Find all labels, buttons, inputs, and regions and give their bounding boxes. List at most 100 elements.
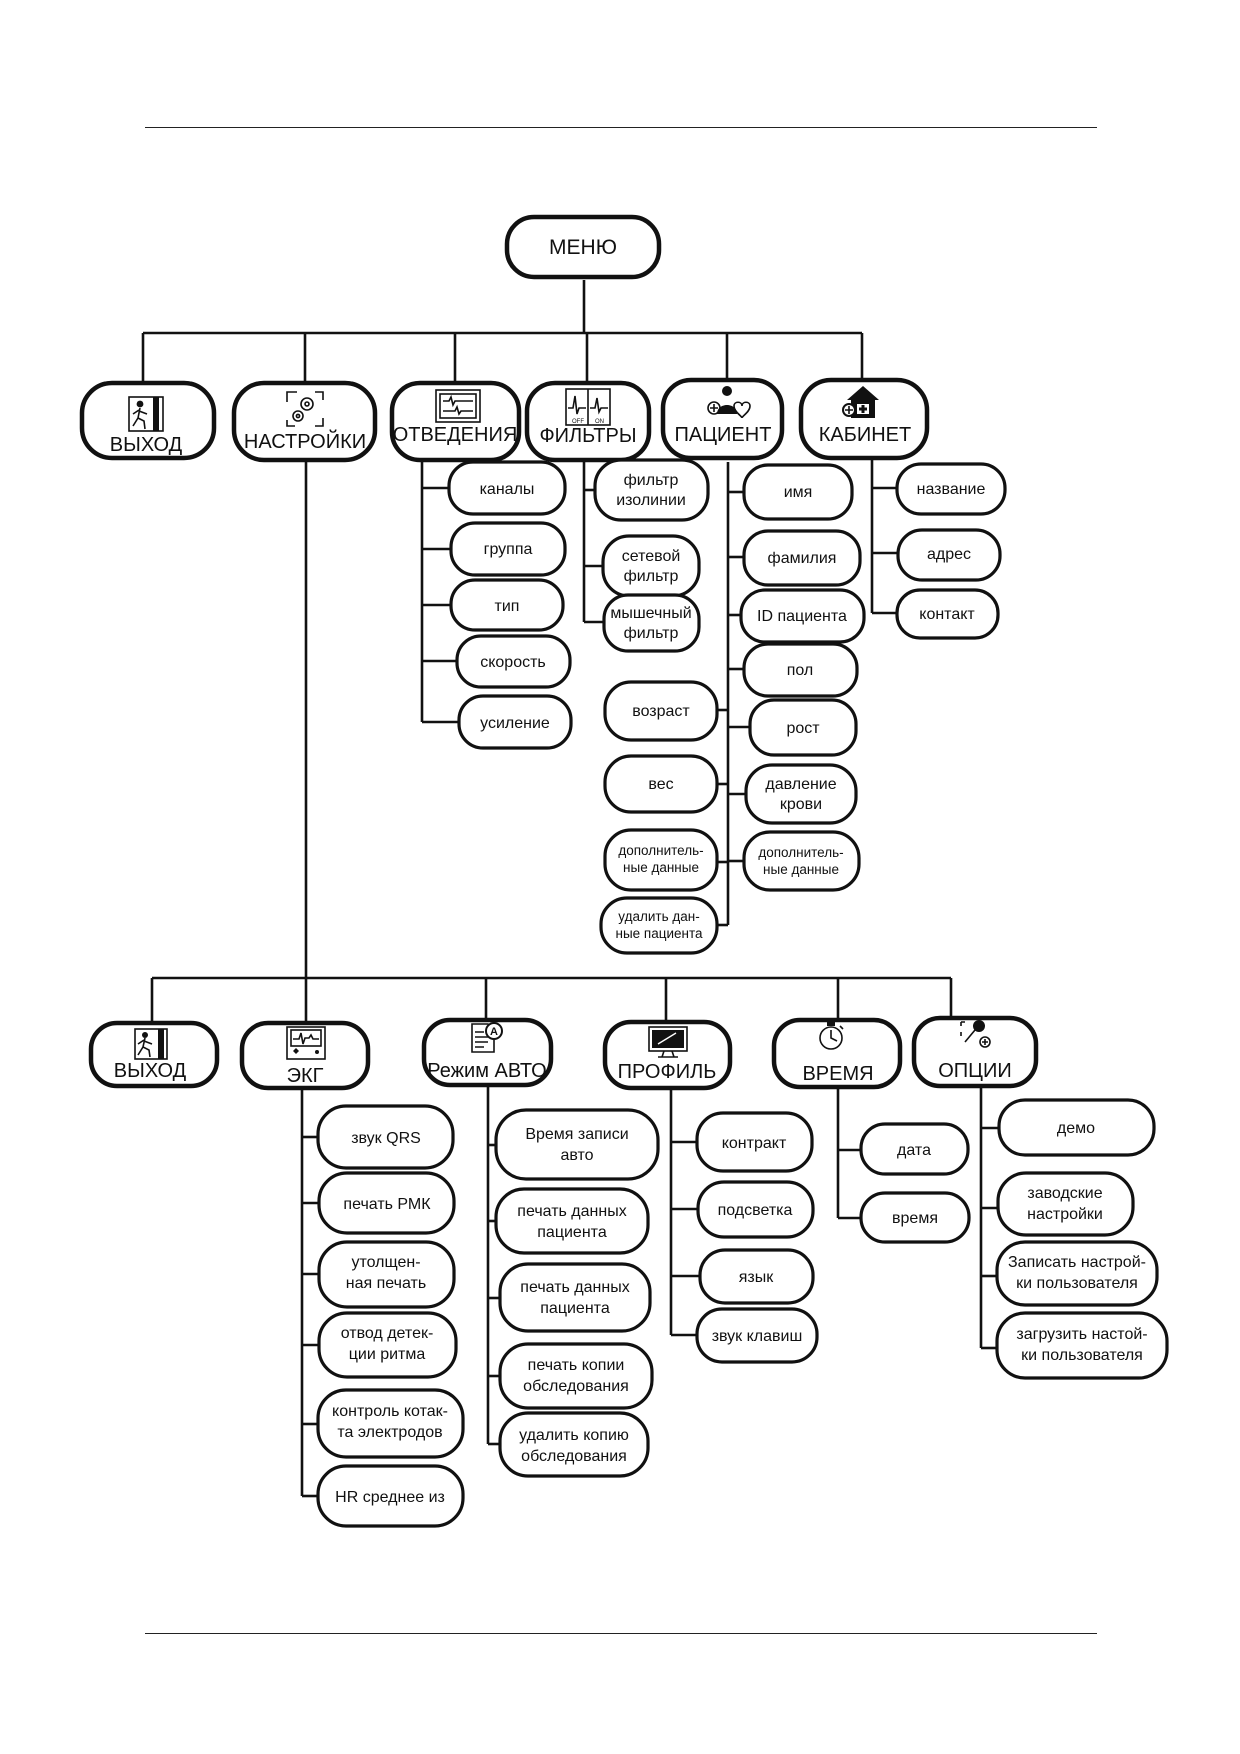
patient-item[interactable]: возраст xyxy=(603,680,719,742)
svg-text:печать данных: печать данных xyxy=(517,1203,626,1220)
cabinet-item[interactable]: контакт xyxy=(895,588,1000,640)
auto-mode-label: Режим АВТО xyxy=(427,1060,546,1082)
svg-text:заводские: заводские xyxy=(1027,1185,1102,1202)
settings-exit-node[interactable]: ВЫХОД xyxy=(88,1020,220,1089)
svg-text:A: A xyxy=(490,1026,498,1038)
svg-text:усиление: усиление xyxy=(480,715,550,732)
menu-root-node[interactable]: МЕНЮ xyxy=(504,214,662,280)
filter-waveform-icon: OFF ON xyxy=(565,388,611,426)
patient-item[interactable]: давление крови xyxy=(744,763,858,825)
leads-item[interactable]: тип xyxy=(449,578,565,632)
patient-item[interactable]: рост xyxy=(748,698,858,757)
options-item[interactable]: демо xyxy=(997,1098,1156,1157)
leads-node[interactable]: ОТВЕДЕНИЯ xyxy=(389,380,522,463)
options-item[interactable]: загрузить настой- ки пользователя xyxy=(995,1311,1169,1380)
filter-off-text: OFF xyxy=(572,419,584,425)
svg-text:Записать настрой-: Записать настрой- xyxy=(1008,1254,1146,1271)
patient-item[interactable]: дополнитель- ные данные xyxy=(603,828,719,892)
patient-label: ПАЦИЕНТ xyxy=(675,424,772,446)
svg-text:тип: тип xyxy=(495,598,520,615)
profile-item[interactable]: подсветка xyxy=(696,1180,815,1239)
svg-text:время: время xyxy=(892,1210,938,1227)
profile-item[interactable]: контракт xyxy=(695,1111,814,1173)
options-item[interactable]: заводские настройки xyxy=(996,1171,1135,1237)
patient-node[interactable]: ПАЦИЕНТ xyxy=(660,377,785,461)
bottom-rule xyxy=(145,1633,1097,1634)
ecg-node[interactable]: ЭКГ xyxy=(239,1020,371,1091)
ecg-item[interactable]: отвод детек- ции ритма xyxy=(317,1311,458,1379)
patient-item[interactable]: фамилия xyxy=(742,529,862,587)
svg-text:фильтр: фильтр xyxy=(624,472,679,489)
svg-text:ции ритма: ции ритма xyxy=(349,1346,426,1363)
auto-item[interactable]: печать данных пациента xyxy=(494,1187,650,1255)
patient-item[interactable]: имя xyxy=(742,463,854,521)
auto-item[interactable]: печать копии обследования xyxy=(498,1342,654,1410)
medical-house-icon xyxy=(842,386,879,418)
filters-item[interactable]: сетевой фильтр xyxy=(601,534,701,598)
auto-item[interactable]: удалить копию обследования xyxy=(498,1411,650,1478)
auto-item[interactable]: Время записи авто xyxy=(494,1108,660,1181)
patient-item[interactable]: пол xyxy=(742,642,859,698)
ecg-item[interactable]: утолщен- ная печать xyxy=(317,1240,456,1309)
profile-item[interactable]: язык xyxy=(698,1248,815,1305)
patient-item[interactable]: вес xyxy=(603,754,719,814)
time-item[interactable]: дата xyxy=(859,1122,970,1176)
profile-item[interactable]: звук клавиш xyxy=(695,1307,819,1364)
filters-node[interactable]: OFF ON ФИЛЬТРЫ xyxy=(524,380,652,463)
ecg-item[interactable]: контроль котак- та электродов xyxy=(316,1388,465,1459)
leads-item[interactable]: усиление xyxy=(457,694,573,750)
svg-text:та электродов: та электродов xyxy=(337,1424,442,1441)
leads-label: ОТВЕДЕНИЯ xyxy=(393,424,518,446)
svg-text:Время записи: Время записи xyxy=(525,1126,628,1143)
exit-door-icon xyxy=(134,1028,168,1060)
ecg-item[interactable]: печать РМК xyxy=(317,1171,456,1235)
gears-icon xyxy=(286,391,324,427)
profile-node[interactable]: ПРОФИЛЬ xyxy=(602,1019,733,1091)
cabinet-node[interactable]: КАБИНЕТ xyxy=(798,377,930,461)
leads-item[interactable]: группа xyxy=(449,521,567,577)
ecg-label: ЭКГ xyxy=(287,1065,324,1087)
time-node[interactable]: ВРЕМЯ xyxy=(771,1017,903,1090)
svg-text:давление: давление xyxy=(765,776,836,793)
time-item[interactable]: время xyxy=(859,1191,971,1244)
svg-text:контракт: контракт xyxy=(722,1135,787,1152)
stopwatch-icon xyxy=(819,1022,844,1050)
svg-text:ки пользователя: ки пользователя xyxy=(1016,1275,1138,1292)
options-item[interactable]: Записать настрой- ки пользователя xyxy=(995,1240,1159,1307)
svg-text:звук клавиш: звук клавиш xyxy=(712,1328,803,1345)
cabinet-item[interactable]: адрес xyxy=(896,528,1002,582)
menu-root-label: МЕНЮ xyxy=(549,236,617,259)
svg-text:фамилия: фамилия xyxy=(768,550,837,567)
patient-item[interactable]: удалить дан- ные пациента xyxy=(599,896,719,955)
svg-text:ки пользователя: ки пользователя xyxy=(1021,1347,1143,1364)
cabinet-item[interactable]: название xyxy=(895,462,1007,516)
time-label: ВРЕМЯ xyxy=(802,1063,873,1085)
patient-item[interactable]: дополнитель- ные данные xyxy=(742,830,861,892)
display-monitor-icon xyxy=(648,1026,688,1058)
svg-text:пациента: пациента xyxy=(537,1224,607,1241)
auto-item[interactable]: печать данных пациента xyxy=(498,1262,652,1333)
patient-item[interactable]: ID пациента xyxy=(739,588,866,644)
options-node[interactable]: ОПЦИИ xyxy=(911,1015,1039,1089)
svg-text:каналы: каналы xyxy=(480,481,535,498)
leads-item[interactable]: каналы xyxy=(447,460,567,516)
svg-text:загрузить настой-: загрузить настой- xyxy=(1016,1326,1147,1343)
svg-text:адрес: адрес xyxy=(927,546,971,563)
wrench-options-icon xyxy=(960,1020,991,1048)
exit-label: ВЫХОД xyxy=(110,434,183,456)
ecg-item[interactable]: HR среднее из xyxy=(316,1464,465,1528)
filters-item[interactable]: мышечный фильтр xyxy=(602,593,701,653)
settings-node[interactable]: НАСТРОЙКИ xyxy=(231,380,378,463)
svg-text:вес: вес xyxy=(648,776,673,793)
cabinet-label: КАБИНЕТ xyxy=(819,424,912,446)
auto-mode-node[interactable]: A Режим АВТО xyxy=(421,1017,554,1088)
svg-text:HR среднее из: HR среднее из xyxy=(335,1489,445,1506)
svg-text:дополнитель-: дополнитель- xyxy=(618,843,703,858)
ecg-item[interactable]: звук QRS xyxy=(316,1104,455,1170)
svg-text:язык: язык xyxy=(739,1269,775,1286)
patient-heart-icon xyxy=(707,386,751,419)
filters-item[interactable]: фильтр изолинии xyxy=(593,458,710,522)
leads-item[interactable]: скорость xyxy=(455,634,572,689)
exit-node[interactable]: ВЫХОД xyxy=(79,380,217,461)
settings-exit-label: ВЫХОД xyxy=(114,1060,187,1082)
